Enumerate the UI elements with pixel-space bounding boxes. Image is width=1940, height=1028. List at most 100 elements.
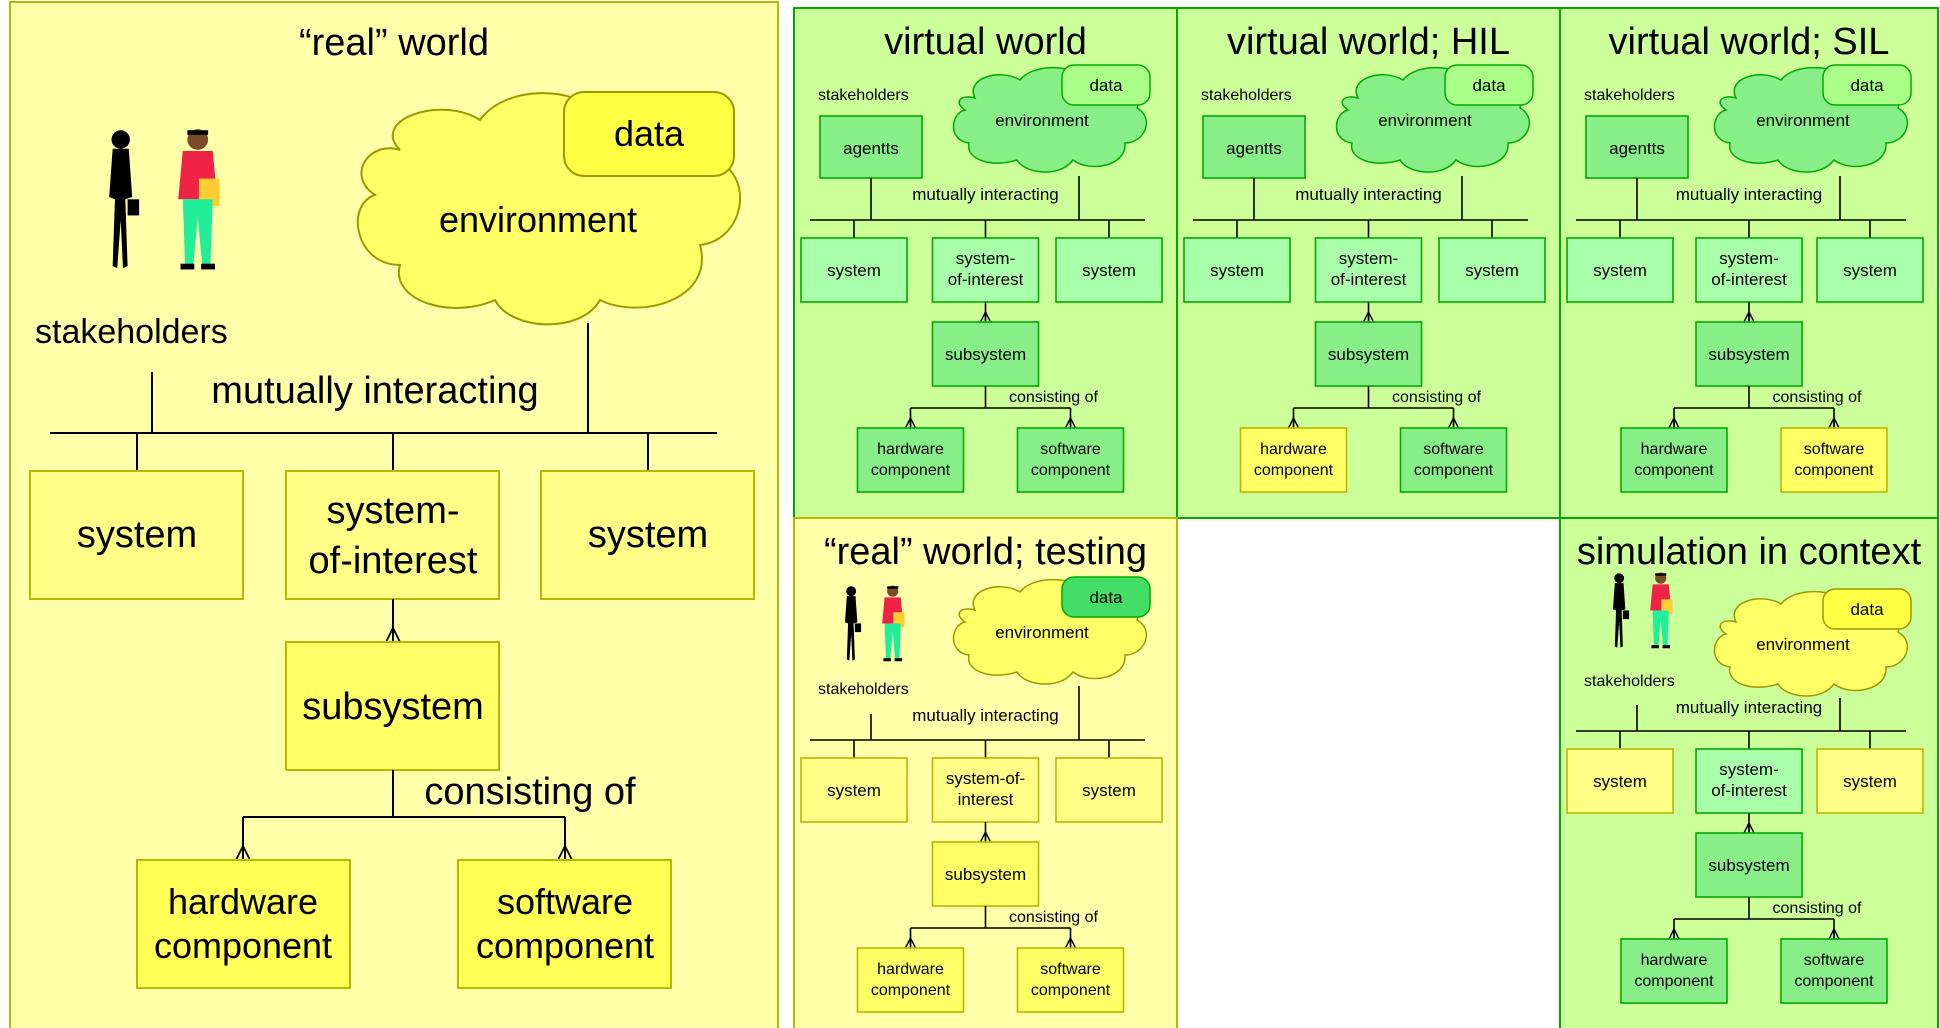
software-box xyxy=(1780,427,1888,493)
system-left-box xyxy=(800,237,908,303)
agents-label: agentts xyxy=(1609,139,1665,158)
soi-label-line2: interest xyxy=(958,790,1014,809)
consisting-of-label: consisting of xyxy=(1773,900,1862,917)
subsystem-label: subsystem xyxy=(302,686,484,728)
subsystem-label: subsystem xyxy=(1708,345,1789,364)
panel-3: virtual world; SILenvironmentdatastakeho… xyxy=(1559,7,1939,519)
stakeholders-label: stakeholders xyxy=(818,87,909,104)
system-left-box xyxy=(1183,237,1291,303)
system-left-box xyxy=(29,470,244,600)
system-left-label: system xyxy=(827,261,881,280)
data-box xyxy=(1444,64,1534,106)
software-box xyxy=(1016,427,1125,493)
system-right-box xyxy=(540,470,755,600)
software-label-line1: software xyxy=(1040,961,1101,978)
data-label: data xyxy=(1089,76,1123,95)
mutually-interacting-label: mutually interacting xyxy=(1295,185,1441,204)
environment-label: environment xyxy=(1378,111,1472,130)
mutually-interacting-label: mutually interacting xyxy=(912,706,1058,725)
system-left-label: system xyxy=(1210,261,1264,280)
soi-label-line2: of-interest xyxy=(1331,270,1407,289)
software-label-line2: component xyxy=(1031,462,1111,479)
hardware-label-line1: hardware xyxy=(877,961,944,978)
hardware-box xyxy=(1239,427,1348,493)
mutually-interacting-label: mutually interacting xyxy=(211,370,538,412)
software-box xyxy=(1399,427,1508,493)
panel-1: virtual worldenvironmentdatastakeholders… xyxy=(793,7,1178,519)
consisting-of-label: consisting of xyxy=(1009,909,1098,926)
data-box xyxy=(1822,64,1912,106)
soi-label-line1: system- xyxy=(327,490,460,532)
system-right-box xyxy=(1438,237,1546,303)
software-label-line2: component xyxy=(1031,982,1111,999)
subsystem-label: subsystem xyxy=(945,865,1026,884)
system-right-label: system xyxy=(1843,261,1897,280)
hardware-box xyxy=(856,947,965,1013)
agents-label: agentts xyxy=(843,139,899,158)
system-right-box xyxy=(1055,237,1163,303)
system-right-box xyxy=(1816,237,1924,303)
panel-title: “real” world; testing xyxy=(824,531,1147,573)
software-label-line2: component xyxy=(476,925,654,966)
software-label-line2: component xyxy=(1414,462,1494,479)
software-label-line2: component xyxy=(1794,973,1874,990)
panel-title: virtual world; HIL xyxy=(1227,21,1510,63)
system-right-box xyxy=(1055,757,1163,823)
panel-5: simulation in contextenvironmentdatastak… xyxy=(1559,517,1939,1028)
hardware-label-line1: hardware xyxy=(1641,441,1708,458)
subsystem-label: subsystem xyxy=(945,345,1026,364)
mutually-interacting-label: mutually interacting xyxy=(912,185,1058,204)
data-label: data xyxy=(1472,76,1506,95)
data-label: data xyxy=(1089,588,1123,607)
system-left-label: system xyxy=(827,781,881,800)
soi-label-line1: system- xyxy=(1719,249,1779,268)
subsystem-label: subsystem xyxy=(1328,345,1409,364)
consisting-of-label: consisting of xyxy=(424,771,636,813)
panel-title: virtual world xyxy=(884,21,1087,63)
environment-label: environment xyxy=(439,199,637,240)
hardware-label-line1: hardware xyxy=(1260,441,1327,458)
hardware-label-line1: hardware xyxy=(877,441,944,458)
software-label-line1: software xyxy=(1423,441,1484,458)
soi-box xyxy=(1695,748,1803,814)
software-label-line1: software xyxy=(1804,952,1865,969)
soi-box xyxy=(285,470,500,600)
hardware-label-line2: component xyxy=(871,462,951,479)
software-box xyxy=(1780,938,1888,1004)
stakeholders-label: stakeholders xyxy=(1584,87,1675,104)
data-box xyxy=(1061,576,1151,618)
main-panel-title: “real” world xyxy=(299,22,489,64)
soi-box xyxy=(1695,237,1803,303)
software-label-line1: software xyxy=(1804,441,1865,458)
data-label: data xyxy=(614,113,685,154)
stakeholders-label: stakeholders xyxy=(35,313,228,351)
system-left-label: system xyxy=(1593,261,1647,280)
subsystem-box xyxy=(1695,321,1803,387)
hardware-box xyxy=(1620,427,1728,493)
soi-label-line2: of-interest xyxy=(948,270,1024,289)
hardware-label-line2: component xyxy=(154,925,332,966)
consisting-of-label: consisting of xyxy=(1392,389,1481,406)
soi-label-line2: of-interest xyxy=(1711,270,1787,289)
subsystem-box xyxy=(285,641,500,771)
small-panels: virtual worldenvironmentdatastakeholders… xyxy=(793,7,1939,1028)
hardware-label-line2: component xyxy=(1634,973,1714,990)
subsystem-label: subsystem xyxy=(1708,856,1789,875)
data-label: data xyxy=(1850,76,1884,95)
soi-label-line1: system-of- xyxy=(946,769,1025,788)
panel-2: virtual world; HILenvironmentdatastakeho… xyxy=(1176,7,1561,519)
hardware-label-line1: hardware xyxy=(168,881,318,922)
hardware-box xyxy=(1620,938,1728,1004)
system-left-box xyxy=(800,757,908,823)
environment-label: environment xyxy=(1756,635,1850,654)
mutually-interacting-label: mutually interacting xyxy=(1676,185,1822,204)
hardware-label-line2: component xyxy=(1634,462,1714,479)
system-right-label: system xyxy=(1465,261,1519,280)
soi-box xyxy=(931,237,1040,303)
system-left-box xyxy=(1566,748,1674,814)
software-label-line2: component xyxy=(1794,462,1874,479)
hardware-label-line1: hardware xyxy=(1641,952,1708,969)
soi-label-line2: of-interest xyxy=(1711,781,1787,800)
environment-label: environment xyxy=(1756,111,1850,130)
